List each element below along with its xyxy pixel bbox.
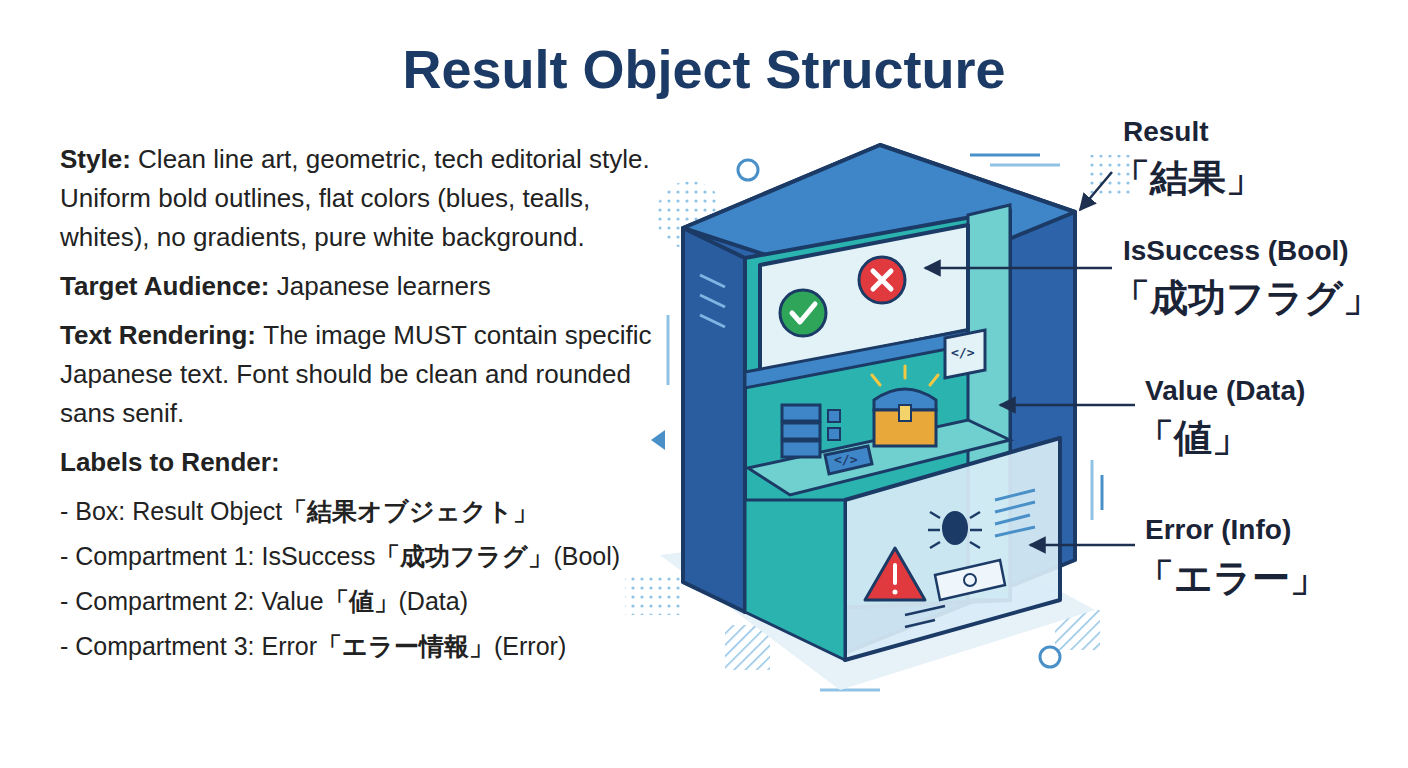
note-text: (Error) [494,632,566,660]
note-text: 「結果オブジェクト」 [282,497,538,525]
note-text: 「成功フラグ」 [375,542,553,570]
callout-label: 「成功フラグ」 [1112,273,1381,324]
code-icon-text: </> [951,345,974,360]
note-text: Style: [60,144,131,174]
title: Result Object Structure [0,38,1408,100]
callout-label: Value (Data) [1145,375,1305,407]
note-paragraph: Style:Clean line art, geometric, tech ed… [60,140,658,257]
spec-notes: Style:Clean line art, geometric, tech ed… [60,140,658,672]
note-text: Japanese learners [277,271,491,301]
callout-label: 「エラー」 [1136,553,1328,604]
callout-label: Result [1123,116,1209,148]
callout-label: Error (Info) [1145,514,1291,546]
note-paragraph: - Compartment 1: IsSuccess「成功フラグ」(Bool) [60,537,658,576]
callout-label: IsSuccess (Bool) [1123,235,1349,267]
note-text: - Box: Result Object [60,497,282,525]
note-text: Clean line art, geometric, tech editoria… [60,144,650,252]
note-text: Text Rendering: [60,320,256,350]
code-icon-text: </> [834,452,857,467]
note-paragraph: Labels to Render: [60,443,658,482]
callout-label: 「結果」 [1112,153,1264,204]
note-text: (Bool) [553,542,620,570]
note-paragraph: - Compartment 3: Error「エラー情報」(Error) [60,627,658,666]
callout-label: 「値」 [1136,413,1250,464]
note-text: - Compartment 1: IsSuccess [60,542,375,570]
note-paragraph: - Compartment 2: Value「値」(Data) [60,582,658,621]
note-text: Target Audience: [60,271,269,301]
note-text: 「エラー情報」 [317,632,494,660]
note-paragraph: Text Rendering:The image MUST contain sp… [60,316,658,433]
note-text: (Data) [399,587,468,615]
note-paragraph: - Box: Result Object「結果オブジェクト」 [60,492,658,531]
note-text: 「値」 [324,587,399,615]
note-text: - Compartment 2: Value [60,587,324,615]
note-text: Labels to Render: [60,447,280,477]
note-text: - Compartment 3: Error [60,632,317,660]
note-paragraph: Target Audience: Japanese learners [60,267,658,306]
